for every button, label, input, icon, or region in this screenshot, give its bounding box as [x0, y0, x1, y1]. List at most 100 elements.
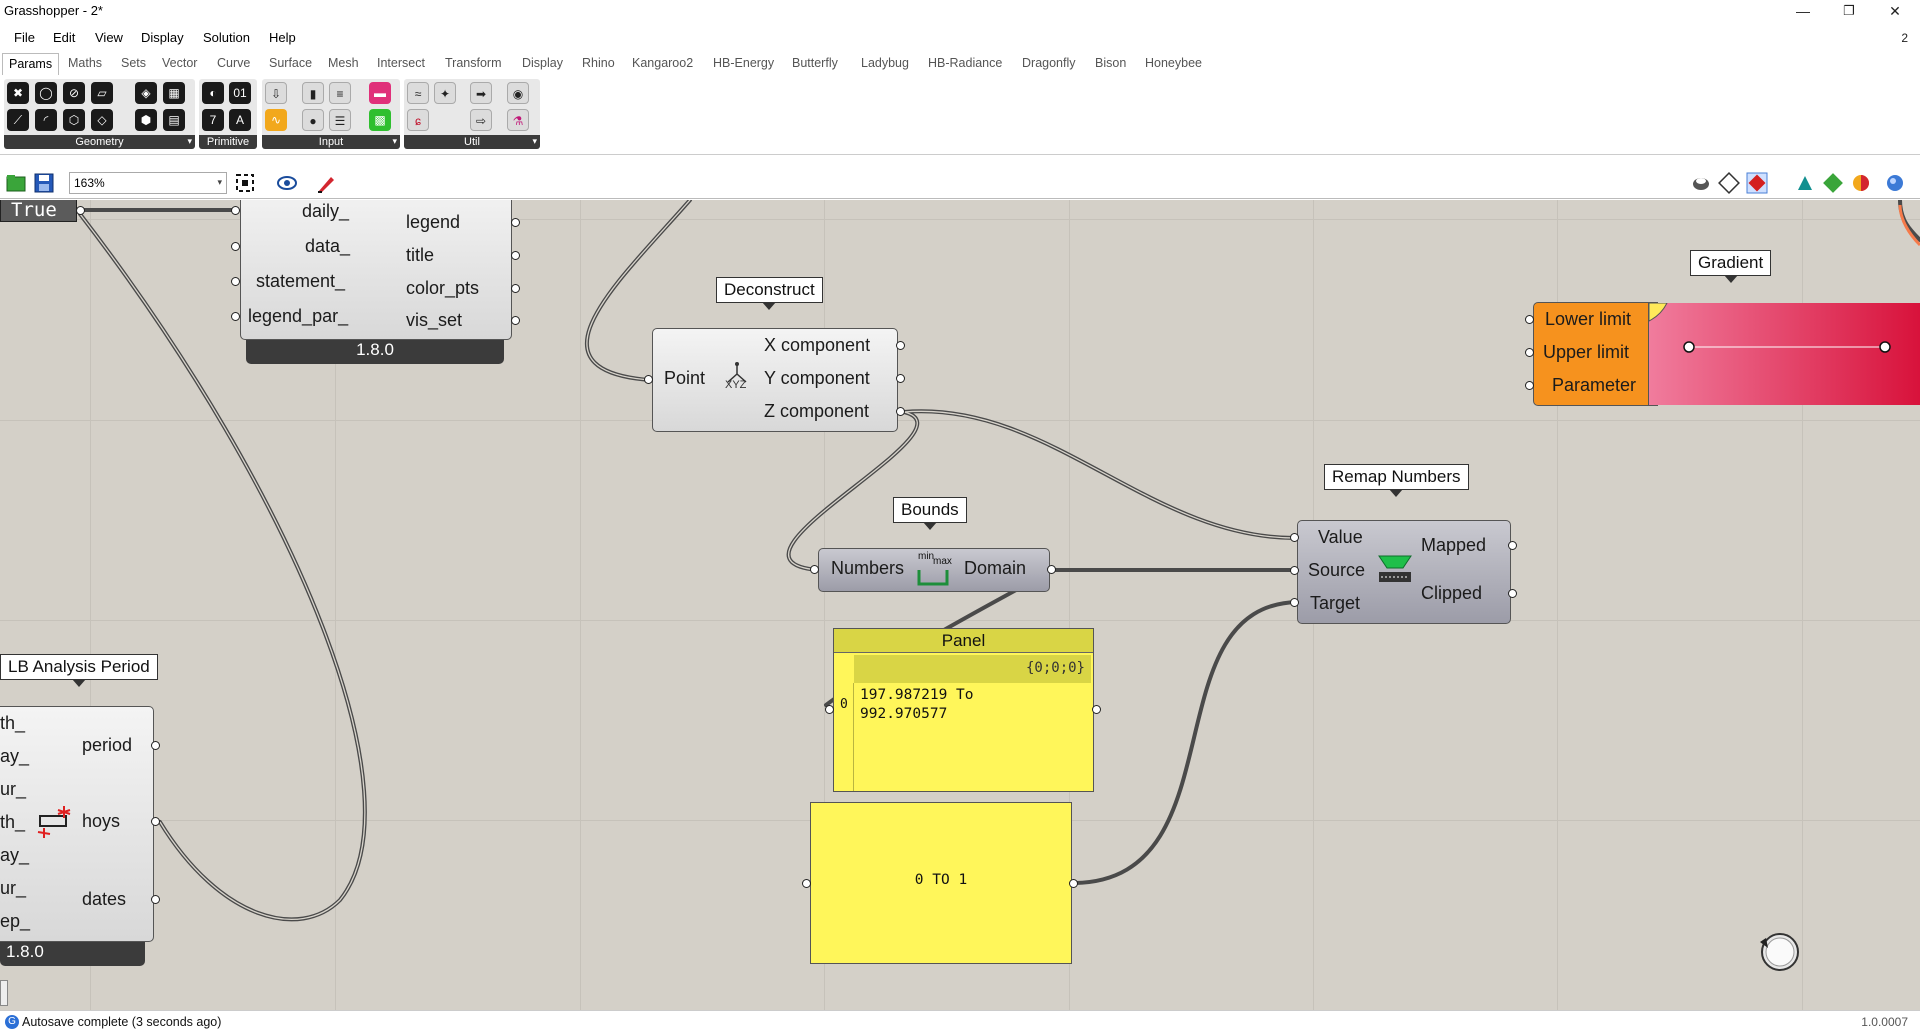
- data-input-icon[interactable]: ⇨: [470, 109, 492, 131]
- remap-output-grip[interactable]: [1508, 541, 1517, 550]
- menu-view[interactable]: View: [95, 30, 123, 45]
- gradient-component[interactable]: [1533, 302, 1658, 406]
- tab-params[interactable]: Params: [2, 53, 60, 75]
- tab-transform[interactable]: Transform: [445, 56, 502, 70]
- tab-vector[interactable]: Vector: [162, 56, 198, 70]
- chart-output-grip[interactable]: [511, 218, 520, 227]
- panel-output-grip[interactable]: [1092, 705, 1101, 714]
- chart-input-grip[interactable]: [231, 312, 240, 321]
- document-preview-icon[interactable]: [1885, 172, 1907, 194]
- menu-file[interactable]: File: [14, 30, 35, 45]
- period-output-grip[interactable]: [151, 817, 160, 826]
- deconstruct-output-grip[interactable]: [896, 341, 905, 350]
- cherry-picker-icon[interactable]: ɕ: [407, 109, 429, 131]
- galapagos-icon[interactable]: ✦: [434, 82, 456, 104]
- button-icon[interactable]: ●: [302, 109, 324, 131]
- zoom-dropdown[interactable]: 163%▾: [69, 172, 227, 194]
- ladybug-chart-component[interactable]: [240, 200, 512, 340]
- brep-param-icon[interactable]: ⬡: [63, 109, 85, 131]
- deconstruct-input-grip[interactable]: [644, 375, 653, 384]
- gradient-input-grip[interactable]: [1525, 315, 1534, 324]
- surface-param-icon[interactable]: ▱: [91, 82, 113, 104]
- tab-bison[interactable]: Bison: [1095, 56, 1127, 70]
- flask-icon[interactable]: ⚗: [507, 109, 529, 131]
- preview-eye-icon[interactable]: [276, 172, 298, 194]
- close-button[interactable]: ✕: [1889, 3, 1901, 19]
- menu-display[interactable]: Display: [141, 30, 184, 45]
- jump-icon[interactable]: ◉: [507, 82, 529, 104]
- value-list-icon[interactable]: ☰: [329, 109, 351, 131]
- toggle-icon[interactable]: ▮: [302, 82, 324, 104]
- tab-butterfly[interactable]: Butterfly: [792, 56, 838, 70]
- chart-input-grip[interactable]: [231, 242, 240, 251]
- period-output-grip[interactable]: [151, 895, 160, 904]
- panel-target-domain[interactable]: 0 TO 1: [810, 802, 1072, 964]
- tab-rhino[interactable]: Rhino: [582, 56, 615, 70]
- plane-param-icon[interactable]: ◇: [91, 109, 113, 131]
- menu-edit[interactable]: Edit: [53, 30, 76, 45]
- curve-param-icon[interactable]: ⊘: [63, 82, 85, 104]
- tab-sets[interactable]: Sets: [121, 56, 147, 70]
- chart-input-grip[interactable]: [231, 277, 240, 286]
- period-output-grip[interactable]: [151, 741, 160, 750]
- chart-input-grip[interactable]: [231, 206, 240, 215]
- number-param-icon[interactable]: 7: [202, 109, 224, 131]
- panel2-output-grip[interactable]: [1069, 879, 1078, 888]
- canvas-scroll-stub[interactable]: [0, 980, 8, 1006]
- menu-solution[interactable]: Solution: [203, 30, 250, 45]
- panel-input-grip[interactable]: [825, 705, 834, 714]
- remap-input-grip[interactable]: [1290, 598, 1299, 607]
- restore-button[interactable]: ❐: [1843, 3, 1855, 18]
- remap-input-grip[interactable]: [1290, 533, 1299, 542]
- preview-wireframe-icon[interactable]: [1718, 172, 1740, 194]
- integer-param-icon[interactable]: 01: [229, 82, 251, 104]
- gradient-input-grip[interactable]: [1525, 381, 1534, 390]
- mesh-settings-icon[interactable]: [1822, 172, 1844, 194]
- save-file-icon[interactable]: [33, 172, 55, 194]
- geometry-param-icon[interactable]: ✖: [7, 82, 29, 104]
- menu-help[interactable]: Help: [269, 30, 296, 45]
- tab-hb-energy[interactable]: HB-Energy: [713, 56, 775, 70]
- deconstruct-component[interactable]: [652, 328, 898, 432]
- grasshopper-canvas[interactable]: True daily_ data_ statement_ legend_par_…: [0, 200, 1920, 1010]
- chart-output-grip[interactable]: [511, 284, 520, 293]
- mesh-param-icon[interactable]: ▦: [163, 82, 185, 104]
- tab-display[interactable]: Display: [522, 56, 563, 70]
- deconstruct-output-grip[interactable]: [896, 374, 905, 383]
- boolean-param-icon[interactable]: ◐: [202, 82, 224, 104]
- tab-dragonfly[interactable]: Dragonfly: [1022, 56, 1076, 70]
- remap-output-grip[interactable]: [1508, 589, 1517, 598]
- panel-domain[interactable]: Panel {0;0;0} 0 197.987219 To 992.970577: [833, 628, 1094, 792]
- bake-icon[interactable]: [1794, 172, 1816, 194]
- panel2-input-grip[interactable]: [802, 879, 811, 888]
- sketch-pen-icon[interactable]: [316, 172, 338, 194]
- gradient-preview[interactable]: [1648, 303, 1920, 405]
- gradient-input-grip[interactable]: [1525, 348, 1534, 357]
- tab-mesh[interactable]: Mesh: [328, 56, 359, 70]
- chart-output-grip[interactable]: [511, 251, 520, 260]
- zoom-extents-icon[interactable]: [234, 172, 256, 194]
- data-output-icon[interactable]: ➡: [470, 82, 492, 104]
- bounds-output-grip[interactable]: [1047, 565, 1056, 574]
- group-param-icon[interactable]: ▤: [163, 109, 185, 131]
- preview-shaded-icon[interactable]: [1690, 172, 1712, 194]
- analysis-period-component[interactable]: [0, 706, 154, 942]
- minimize-button[interactable]: —: [1796, 3, 1810, 19]
- tab-ladybug[interactable]: Ladybug: [861, 56, 909, 70]
- text-param-icon[interactable]: A: [229, 109, 251, 131]
- tab-surface[interactable]: Surface: [269, 56, 313, 70]
- tab-hb-radiance[interactable]: HB-Radiance: [928, 56, 1003, 70]
- chart-output-grip[interactable]: [511, 316, 520, 325]
- gradient-icon[interactable]: ▬: [369, 82, 391, 104]
- import-icon[interactable]: ⇩: [265, 82, 287, 104]
- tab-curve[interactable]: Curve: [217, 56, 251, 70]
- tab-honeybee[interactable]: Honeybee: [1145, 56, 1202, 70]
- remap-input-grip[interactable]: [1290, 566, 1299, 575]
- deconstruct-output-grip[interactable]: [896, 407, 905, 416]
- preview-selected-icon[interactable]: [1746, 172, 1768, 194]
- colour-swatch-icon[interactable]: ▩: [369, 109, 391, 131]
- line-param-icon[interactable]: ⟋: [7, 109, 29, 131]
- graph-mapper-icon[interactable]: ∿: [265, 109, 287, 131]
- circle-param-icon[interactable]: ◯: [35, 82, 57, 104]
- tab-intersect[interactable]: Intersect: [377, 56, 425, 70]
